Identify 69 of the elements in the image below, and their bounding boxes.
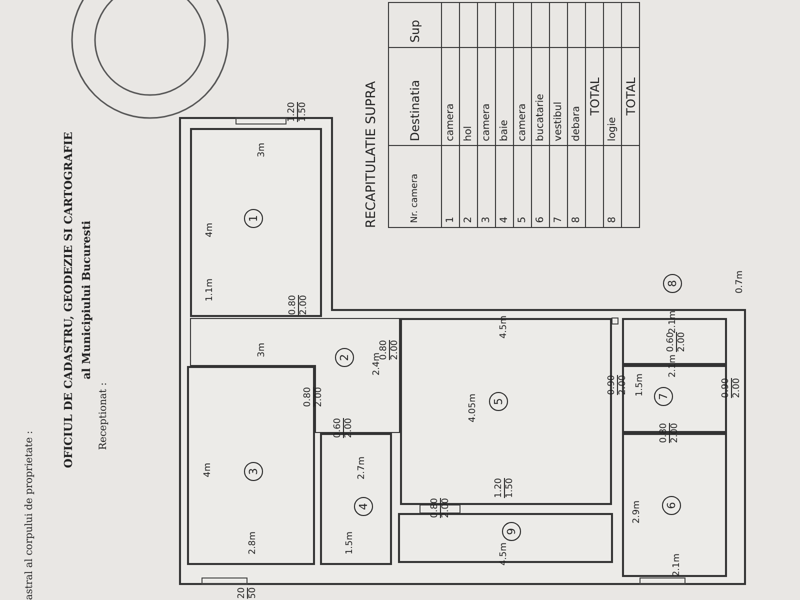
door-height-label: 2.00	[618, 374, 628, 396]
table-cell: vestibul	[550, 47, 568, 146]
table-cell: hol	[460, 47, 478, 146]
dimension-label: 4m	[203, 462, 213, 478]
dimension-label: 4.05m	[468, 394, 478, 422]
door-width-label: 0.60	[666, 332, 676, 352]
table-cell: 1	[442, 146, 460, 228]
dimension-label: 1.5m	[635, 373, 645, 397]
table-cell: 4	[496, 146, 514, 228]
dimension-label: 3m	[257, 142, 267, 158]
door-height-label: 1.50	[505, 478, 515, 498]
door-width-label: 1.20	[494, 478, 504, 498]
dimension-label: 2.1m	[672, 553, 682, 577]
door-height-label: 2.00	[677, 332, 687, 352]
dimension-label: 2.7m	[357, 456, 367, 480]
door-height-label: 2.00	[299, 294, 309, 316]
header-text: OFICIUL DE CADASTRU, GEODEZIE SI CARTOGRAFIE	[62, 130, 75, 470]
callout-number: 8	[663, 274, 682, 293]
table-cell: 8	[604, 146, 622, 228]
room-outline	[187, 366, 315, 565]
table-cell: debara	[568, 47, 586, 146]
header-text: Receptionat :	[98, 382, 109, 450]
table-cell: camera	[514, 47, 532, 146]
table-cell: 3	[478, 146, 496, 228]
dimension-label: 2.1m	[668, 354, 678, 378]
room-number: 3	[244, 462, 263, 481]
room-number: 1	[244, 209, 263, 228]
dimension-label: 3m	[257, 342, 267, 358]
table-cell: camera	[478, 47, 496, 146]
door-width-label: 0.90	[607, 374, 617, 396]
door-height-label: 2.00	[732, 378, 742, 398]
table-header-cell: Nr. camera	[388, 146, 442, 228]
door-width-label: 0.80	[303, 386, 313, 408]
dimension-label: 0.7m	[735, 270, 745, 294]
table-cell: camera	[442, 47, 460, 146]
table-cell: TOTAL	[586, 47, 604, 146]
table-header-cell: Destinatia	[388, 47, 442, 146]
door-height-label: 50	[248, 587, 258, 599]
room-number: 5	[489, 392, 508, 411]
door-width-label: 0.80	[288, 294, 298, 316]
table-header-cell: Sup	[388, 2, 442, 48]
dimension-label: 1.5m	[345, 531, 355, 555]
door-height-label: 2.00	[314, 386, 324, 408]
dimension-label: 2.9m	[632, 500, 642, 524]
table-cell: logie	[604, 47, 622, 146]
room-number: 9	[502, 522, 521, 541]
table-title: RECAPITULATIE SUPRA	[364, 81, 379, 228]
door-width-label: 20	[237, 587, 247, 599]
dimension-label: 2.1m	[668, 310, 678, 334]
dimension-label: 2.8m	[248, 531, 258, 555]
room-number: 6	[662, 496, 681, 515]
room-number: 7	[654, 387, 673, 406]
table-cell: 2	[460, 146, 478, 228]
info-text: astral al corpului de proprietate :	[24, 430, 35, 600]
room-outline	[190, 128, 322, 317]
header-text: al Municipiului Bucuresti	[80, 220, 93, 382]
table-cell: 7	[550, 146, 568, 228]
table-cell: TOTAL	[622, 47, 640, 146]
dimension-label: 1.1m	[205, 278, 215, 302]
room-number: 2	[335, 348, 354, 367]
table-cell: baie	[496, 47, 514, 146]
dimension-label: 4m	[205, 222, 215, 238]
table-cell: 5	[514, 146, 532, 228]
door-width-label: 0.90	[721, 378, 731, 398]
table-cell: 6	[532, 146, 550, 228]
room-number: 4	[354, 497, 373, 516]
table-cell: 8	[568, 146, 586, 228]
door-height-label: 2.00	[390, 340, 400, 360]
table-cell: bucatarie	[532, 47, 550, 146]
